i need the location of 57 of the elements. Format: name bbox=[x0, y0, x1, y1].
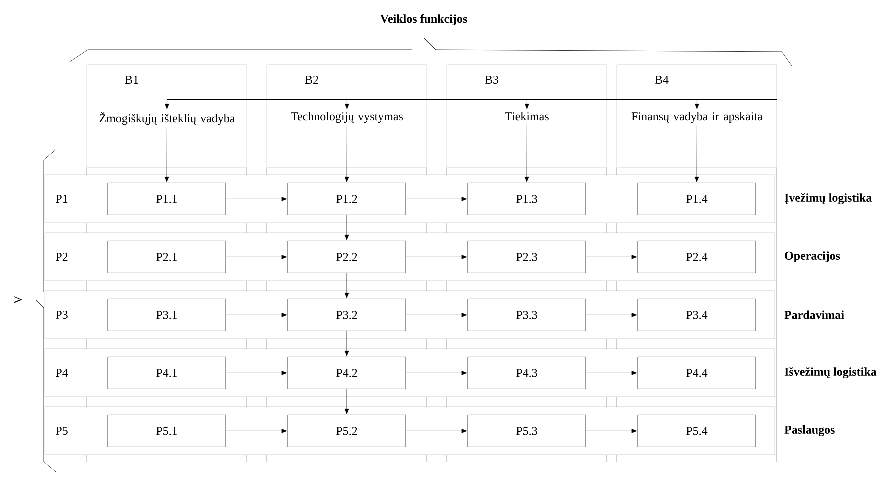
arrow bbox=[586, 370, 638, 376]
arrow bbox=[694, 100, 700, 110]
arrow bbox=[344, 331, 350, 356]
node-label: Išvežimų logistika bbox=[784, 367, 877, 379]
process-box: P4.1 bbox=[108, 357, 226, 390]
axis-label: V bbox=[14, 296, 22, 304]
arrow bbox=[344, 389, 350, 414]
node-label: Įvežimų logistika bbox=[784, 193, 872, 205]
arrow bbox=[344, 125, 350, 182]
process-box: P3.2 bbox=[288, 299, 406, 332]
node-label: Pardavimai bbox=[784, 310, 844, 320]
arrow bbox=[406, 196, 468, 202]
process-box: P5.1 bbox=[108, 415, 226, 448]
arrow bbox=[406, 370, 468, 376]
process-box: P1.3 bbox=[468, 183, 586, 216]
node-label: Paslaugos bbox=[784, 426, 835, 436]
process-box: P1.4 bbox=[638, 183, 756, 216]
function-label: Tiekimas bbox=[505, 112, 549, 121]
process-box: P1.2 bbox=[288, 183, 406, 216]
function-label: Technologijų vystymas bbox=[291, 112, 404, 124]
arrow bbox=[344, 273, 350, 298]
arrow bbox=[344, 215, 350, 240]
arrow bbox=[406, 254, 468, 260]
heading: Veiklos funkcijos bbox=[380, 14, 468, 26]
process-box: P3.3 bbox=[468, 299, 586, 332]
arrow bbox=[524, 100, 530, 110]
arrow bbox=[164, 127, 170, 182]
arrow bbox=[694, 125, 700, 182]
arrow bbox=[226, 196, 288, 202]
process-box: P3.1 bbox=[108, 299, 226, 332]
process-box: P5.2 bbox=[288, 415, 406, 448]
arrow bbox=[586, 312, 638, 318]
function-label: Žmogiškųjų išteklių vadyba bbox=[100, 112, 236, 126]
process-box: P4.2 bbox=[288, 357, 406, 390]
arrow bbox=[586, 254, 638, 260]
process-box: P4.3 bbox=[468, 357, 586, 390]
arrow bbox=[226, 428, 288, 434]
process-box: P2.3 bbox=[468, 241, 586, 274]
arrow bbox=[164, 100, 170, 110]
arrow bbox=[406, 428, 468, 434]
function-label: Finansų vadyba ir apskaita bbox=[632, 112, 763, 124]
arrow bbox=[586, 428, 638, 434]
arrow bbox=[226, 370, 288, 376]
arrow bbox=[344, 100, 350, 110]
arrow bbox=[226, 254, 288, 260]
process-box: P4.4 bbox=[638, 357, 756, 390]
node-label: Operacijos bbox=[785, 252, 840, 262]
process-box: P3.4 bbox=[638, 299, 756, 332]
arrow bbox=[406, 312, 468, 318]
arrow bbox=[226, 312, 288, 318]
process-box: P2.2 bbox=[288, 241, 406, 274]
process-box: P1.1 bbox=[108, 183, 226, 216]
arrow bbox=[524, 122, 530, 182]
process-box: P2.4 bbox=[638, 241, 756, 274]
process-box: P5.4 bbox=[638, 415, 756, 448]
process-box: P5.3 bbox=[468, 415, 586, 448]
process-box: P2.1 bbox=[108, 241, 226, 274]
